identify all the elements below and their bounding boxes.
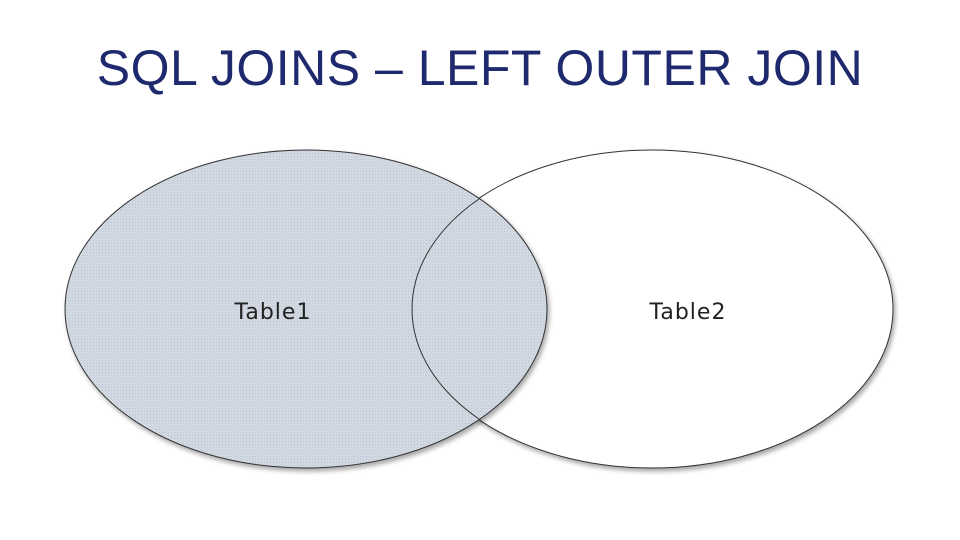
right-set-label: Table2 xyxy=(649,300,727,325)
venn-overlap-outline xyxy=(411,198,480,420)
venn-left-circle xyxy=(64,149,548,469)
left-set-label: Table1 xyxy=(234,300,312,325)
slide-title: SQL JOINS – LEFT OUTER JOIN xyxy=(96,40,864,96)
